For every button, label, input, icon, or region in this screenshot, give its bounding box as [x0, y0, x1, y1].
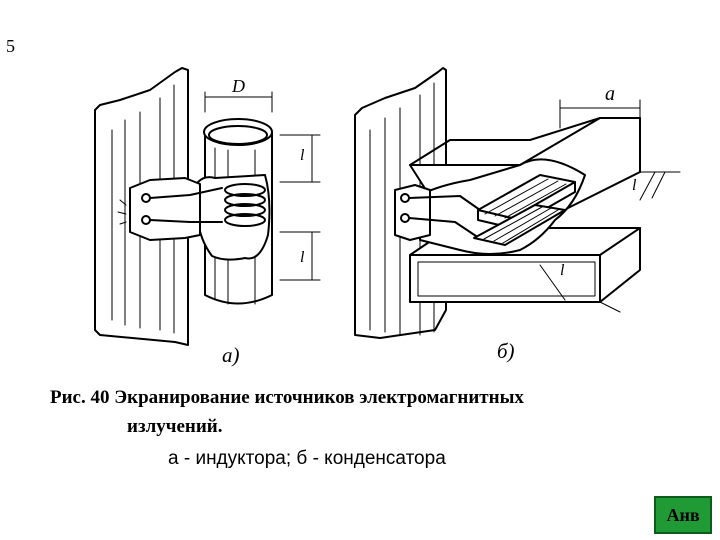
dimension-l-label-right: l — [632, 177, 637, 194]
caption-line-1: Рис. 40 Экранирование источников электро… — [50, 387, 524, 408]
nav-back-button[interactable]: Анв — [654, 496, 712, 534]
dimension-l-label-bottom-b: l — [560, 262, 565, 279]
slide-number: 5 — [6, 36, 15, 56]
dimension-l-label-bottom: l — [300, 249, 305, 266]
figure-b-label: б) — [497, 339, 515, 363]
dimension-l-label-top: l — [300, 147, 305, 164]
figure-a-label: а) — [222, 343, 240, 367]
dimension-D-label: D — [231, 76, 245, 96]
caption-line-2: излучений. — [127, 416, 223, 437]
dimension-a-label: a — [605, 83, 615, 105]
figure-b-capacitor — [354, 67, 681, 339]
figure-a-inductor — [94, 67, 321, 346]
caption-line-3: а - индуктора; б - конденсатора — [168, 448, 446, 469]
